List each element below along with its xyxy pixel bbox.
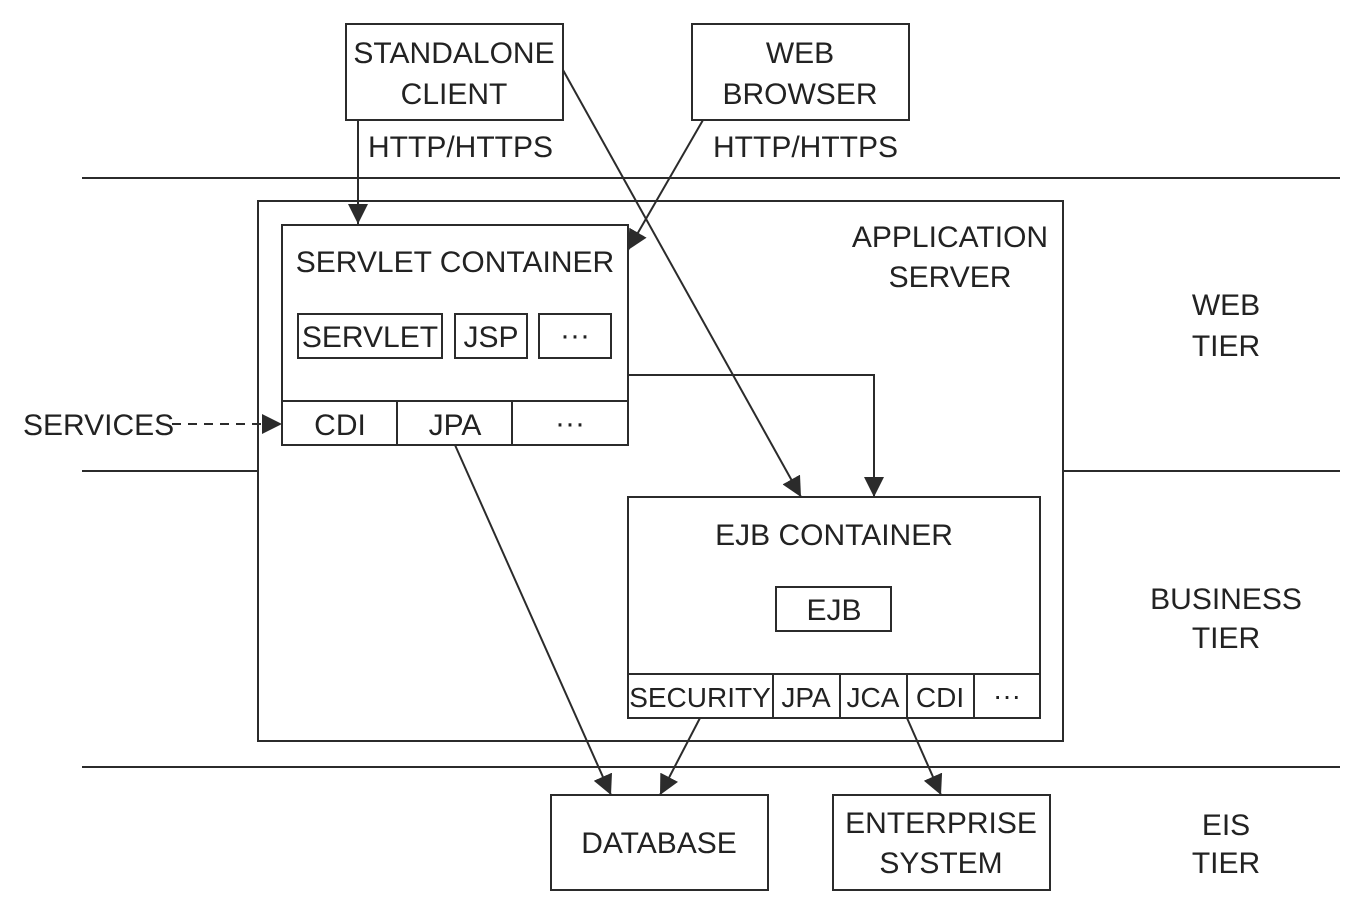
- servlet-component-label: SERVLET: [302, 321, 438, 354]
- business-tier-label-line2: TIER: [1192, 622, 1260, 655]
- web-browser-label-line1: WEB: [766, 37, 834, 70]
- ejb-service-security: SECURITY: [629, 682, 771, 713]
- enterprise-system-label-line2: SYSTEM: [879, 847, 1002, 880]
- eis-tier-label-line1: EIS: [1202, 809, 1250, 842]
- ejb-service-more: ···: [993, 680, 1021, 711]
- services-label: SERVICES: [23, 409, 174, 442]
- ejb-service-jpa: JPA: [781, 682, 831, 713]
- servlet-container-title: SERVLET CONTAINER: [296, 246, 614, 279]
- enterprise-system-box: [832, 794, 1051, 891]
- enterprise-system-label-line1: ENTERPRISE: [845, 807, 1037, 840]
- ejb-container-title: EJB CONTAINER: [715, 519, 953, 552]
- database-label: DATABASE: [581, 827, 737, 860]
- ejb-component-label: EJB: [806, 594, 861, 627]
- ejb-service-jca: JCA: [847, 682, 900, 713]
- arrow-standalone-to-ejb: [562, 69, 802, 498]
- arrow-browser-to-servlet: [627, 119, 704, 251]
- ejb-service-cdi: CDI: [916, 682, 964, 713]
- arrow-servlet-jpa-to-database: [454, 444, 612, 796]
- arrow-security-to-database: [659, 717, 701, 796]
- web-browser-label-line2: BROWSER: [722, 78, 877, 111]
- jsp-component-label: JSP: [463, 321, 518, 354]
- standalone-client-label-line1: STANDALONE: [353, 37, 554, 70]
- arrow-jca-to-enterprise-system: [906, 717, 943, 796]
- web-browser-box: [691, 23, 910, 121]
- servlet-more-components-label: ···: [560, 319, 590, 352]
- application-server-label-line1: APPLICATION: [852, 221, 1048, 254]
- protocol-label-right: HTTP/HTTPS: [713, 131, 898, 164]
- arrow-servlet-to-ejb: [628, 374, 884, 497]
- ejb-component-box: [775, 586, 892, 632]
- eis-tier-label-line2: TIER: [1192, 847, 1260, 880]
- database-box: [550, 794, 769, 891]
- business-tier-label-line1: BUSINESS: [1150, 583, 1302, 616]
- web-tier-label-line2: TIER: [1192, 330, 1260, 363]
- servlet-component-box: [297, 313, 443, 359]
- standalone-client-box: [345, 23, 564, 121]
- servlet-more-components-box: [538, 313, 612, 359]
- servlet-service-cdi: CDI: [314, 409, 366, 442]
- standalone-client-label-line2: CLIENT: [401, 78, 508, 111]
- application-server-label-line2: SERVER: [889, 261, 1012, 294]
- protocol-label-left: HTTP/HTTPS: [368, 131, 553, 164]
- jsp-component-box: [454, 313, 528, 359]
- servlet-service-jpa: JPA: [429, 409, 482, 442]
- servlet-service-more: ···: [555, 407, 585, 440]
- web-tier-label-line1: WEB: [1192, 289, 1260, 322]
